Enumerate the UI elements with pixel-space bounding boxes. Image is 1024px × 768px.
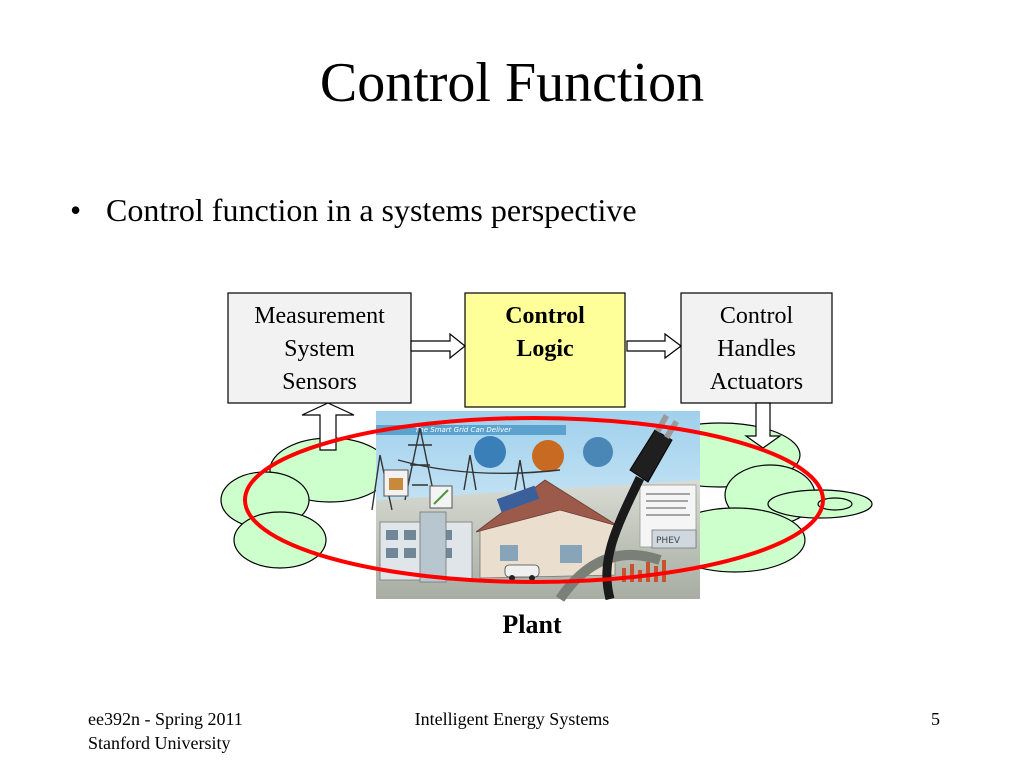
slide-title: Control Function bbox=[319, 52, 705, 114]
measurement-box-label: Measurement System Sensors bbox=[228, 300, 411, 399]
measurement-line-3: Sensors bbox=[282, 369, 357, 395]
actuators-box-label: Control Handles Actuators bbox=[681, 300, 832, 399]
control-logic-line-1: Control bbox=[505, 303, 585, 329]
arrow-plant-to-sensors bbox=[301, 402, 355, 451]
footer-page-number: 5 bbox=[931, 709, 940, 729]
footer-course: ee392n - Spring 2011 bbox=[88, 709, 243, 729]
cloud-small-ring bbox=[817, 497, 853, 511]
bullet-item: • Control function in a systems perspecti… bbox=[70, 188, 637, 232]
plant-label: Plant bbox=[502, 610, 562, 639]
plant-highlight-ellipse bbox=[243, 416, 825, 584]
bullet-text: Control function in a systems perspectiv… bbox=[106, 192, 637, 228]
image-caption: The Smart Grid Can Deliver bbox=[415, 426, 512, 434]
measurement-box bbox=[227, 292, 412, 404]
control-logic-box-label: Control Logic bbox=[465, 300, 625, 366]
smart-grid-image: The Smart Grid Can Deliver bbox=[371, 411, 700, 602]
actuators-line-2: Handles bbox=[717, 336, 796, 362]
actuators-box bbox=[680, 292, 833, 404]
measurement-line-1: Measurement bbox=[254, 303, 385, 329]
arrow-logic-to-actuators bbox=[626, 332, 682, 360]
arrow-measurement-to-logic bbox=[410, 332, 466, 360]
image-phev-text: PHEV bbox=[656, 536, 681, 546]
footer-center-title: Intelligent Energy Systems bbox=[414, 709, 610, 729]
footer-university: Stanford University bbox=[88, 733, 231, 753]
bullet-dot: • bbox=[70, 192, 82, 228]
actuators-line-3: Actuators bbox=[709, 369, 804, 395]
actuators-line-1: Control bbox=[719, 303, 794, 329]
measurement-line-2: System bbox=[284, 336, 355, 362]
footer-course-info: ee392n - Spring 2011 Stanford University bbox=[88, 707, 243, 755]
arrow-actuators-to-plant bbox=[744, 402, 782, 449]
control-logic-line-2: Logic bbox=[516, 336, 574, 362]
control-logic-box bbox=[464, 292, 626, 408]
